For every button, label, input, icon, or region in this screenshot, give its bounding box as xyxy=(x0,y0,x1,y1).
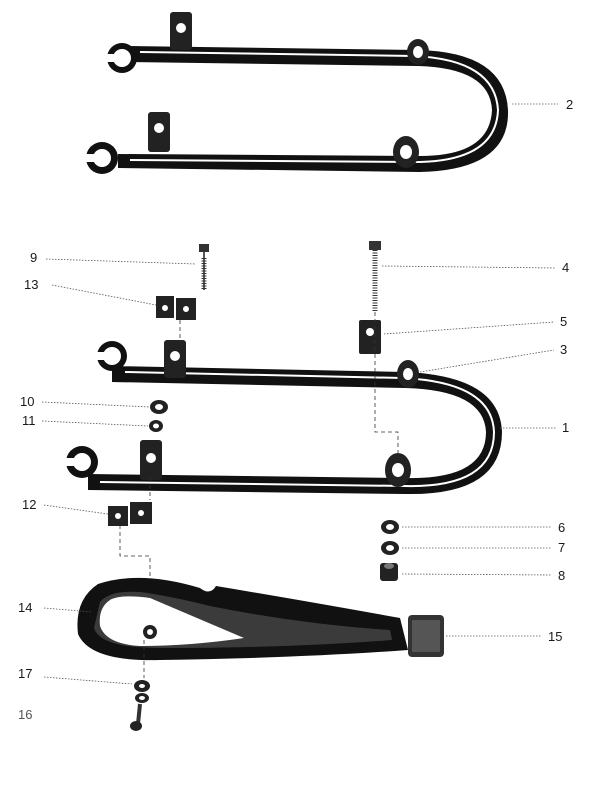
nut-11 xyxy=(149,420,163,432)
nut-8 xyxy=(380,563,398,581)
bolt-4 xyxy=(369,241,381,312)
clamp-block-5 xyxy=(359,320,381,354)
callout-4: 4 xyxy=(562,260,569,275)
leader-8 xyxy=(401,573,553,576)
washer-6 xyxy=(381,520,399,534)
assembly-line-lower-left xyxy=(119,525,151,578)
leader-3 xyxy=(419,349,555,373)
washer-10 xyxy=(150,400,168,414)
leader-13 xyxy=(51,284,157,306)
callout-11: 11 xyxy=(22,413,36,428)
screw-16 xyxy=(130,703,142,731)
leader-9 xyxy=(45,258,197,265)
callout-10: 10 xyxy=(20,394,34,409)
leader-17 xyxy=(43,676,133,685)
callout-5: 5 xyxy=(560,314,567,329)
callout-3: 3 xyxy=(560,342,567,357)
callout-2: 2 xyxy=(566,97,573,112)
washer-7 xyxy=(381,541,399,555)
callout-17: 17 xyxy=(18,666,32,681)
swing-arm-exploded xyxy=(66,340,502,495)
assembly-line-right xyxy=(374,312,399,455)
callout-12: 12 xyxy=(22,497,36,512)
swing-arm-assembled xyxy=(86,12,509,174)
callout-16: 16 xyxy=(18,707,32,722)
callout-13: 13 xyxy=(24,277,38,292)
callout-15: 15 xyxy=(548,629,562,644)
callout-8: 8 xyxy=(558,568,565,583)
callout-1: 1 xyxy=(562,420,569,435)
callout-9: 9 xyxy=(30,250,37,265)
washer-17 xyxy=(134,680,150,703)
leader-10 xyxy=(41,401,151,408)
leader-5 xyxy=(383,321,555,335)
leader-14 xyxy=(43,607,93,613)
callout-6: 6 xyxy=(558,520,565,535)
leader-12 xyxy=(43,504,109,515)
callout-7: 7 xyxy=(558,540,565,555)
chain-guard-14 xyxy=(77,577,408,661)
leader-4 xyxy=(381,265,557,269)
rubber-block-15 xyxy=(408,615,444,657)
leader-11 xyxy=(41,420,149,427)
bolt-9 xyxy=(199,244,209,290)
callout-14: 14 xyxy=(18,600,32,615)
clamp-plate-12 xyxy=(108,502,152,526)
clamp-plate-13 xyxy=(156,296,196,320)
